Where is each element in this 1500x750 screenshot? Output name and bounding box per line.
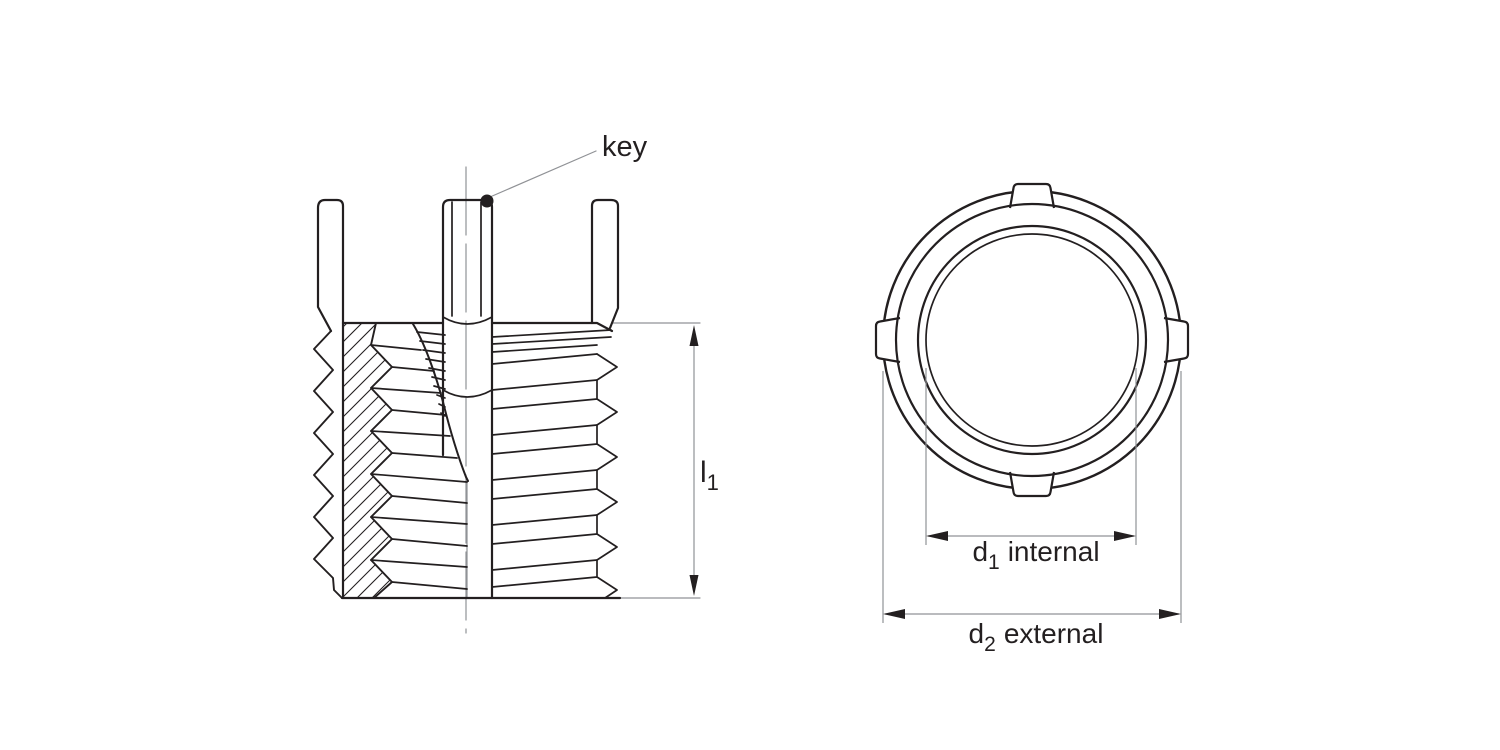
external-thread-profile-left bbox=[313, 330, 343, 599]
external-thread-crests bbox=[596, 353, 618, 599]
key-tab-right bbox=[1163, 316, 1190, 364]
key-tab-bottom bbox=[1008, 471, 1056, 498]
l1-arrow-up bbox=[689, 325, 699, 346]
d1-arrow-right bbox=[1114, 531, 1136, 541]
body-outlines bbox=[316, 198, 622, 600]
right-key bbox=[590, 198, 620, 330]
keyway-window-thread-lines bbox=[416, 331, 446, 417]
front-dimension-lines bbox=[882, 368, 1182, 623]
internal-thread-major-circle bbox=[916, 224, 1148, 456]
side-construction-lines bbox=[465, 150, 701, 634]
arrowheads bbox=[480, 194, 1181, 619]
thread-profiles bbox=[313, 322, 393, 599]
body-top-edge bbox=[341, 321, 614, 333]
front-view bbox=[874, 182, 1190, 623]
l1-arrow-down bbox=[689, 575, 699, 596]
body-outer-circle bbox=[894, 202, 1170, 478]
internal-thread-profile bbox=[370, 322, 393, 599]
locking-keys bbox=[874, 182, 1190, 498]
l1-extension-lines bbox=[612, 322, 701, 599]
external-thread-helix-lines bbox=[491, 329, 612, 588]
pin-details bbox=[442, 201, 493, 398]
key-leader-dot bbox=[480, 194, 494, 208]
key-tab-top bbox=[1008, 182, 1056, 209]
side-section-view bbox=[313, 150, 701, 634]
external-thread-lines bbox=[491, 329, 618, 599]
key-tab-left bbox=[874, 316, 901, 364]
d2-arrow-right bbox=[1159, 609, 1181, 619]
d1-arrow-left bbox=[926, 531, 948, 541]
left-key bbox=[316, 198, 345, 333]
key-label: key bbox=[602, 131, 648, 163]
d1-extension-lines bbox=[925, 368, 1137, 545]
internal-thread-minor-circle bbox=[925, 233, 1139, 447]
section-hatching bbox=[343, 323, 392, 598]
d2-extension-lines bbox=[882, 371, 1182, 623]
l1-label: l1 bbox=[700, 456, 719, 495]
key-leader-line bbox=[489, 150, 597, 198]
d2-arrow-left bbox=[883, 609, 905, 619]
